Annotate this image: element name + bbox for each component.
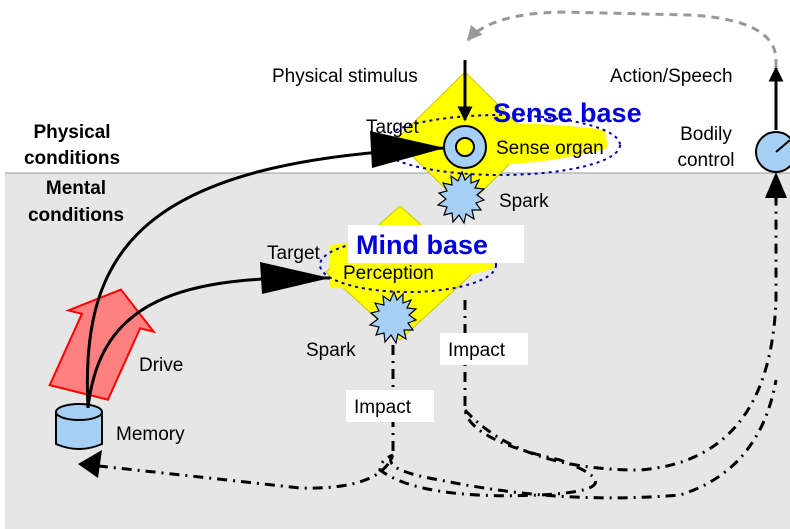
sense-target-label: Target — [366, 117, 420, 138]
sense-base-title: Sense base — [493, 98, 642, 128]
sense-organ-inner — [455, 137, 475, 157]
sense-spark-label: Spark — [499, 191, 549, 212]
bodily-control-line1: Bodily — [680, 124, 732, 145]
bodily-control-pointer — [775, 139, 790, 153]
action-speech-label: Action/Speech — [610, 66, 733, 87]
mind-target-label: Target — [267, 243, 321, 264]
drive-label: Drive — [139, 355, 183, 376]
mind-base-title-box — [348, 225, 524, 263]
mind-spark-label: Spark — [306, 340, 356, 361]
mind-spark-icon — [368, 290, 418, 345]
memory-return-arrowhead — [78, 450, 102, 478]
mind-target-arrowhead — [260, 262, 330, 294]
sense-target-arrowhead — [370, 131, 445, 168]
physical-conditions-line1: Physical — [33, 122, 110, 143]
mental-conditions-line1: Mental — [46, 178, 106, 199]
impact-right-label: Impact — [448, 340, 506, 361]
physical-conditions-line2: conditions — [24, 148, 120, 169]
sense-spark-icon — [436, 170, 486, 225]
drive-arrow — [48, 288, 157, 401]
physical-stimulus-label: Physical stimulus — [272, 66, 418, 87]
impact-left-label: Impact — [354, 397, 412, 418]
bodily-control-line2: control — [677, 150, 734, 171]
memory-to-sense-target-arrow — [85, 146, 446, 409]
impact-right-box — [440, 333, 528, 365]
impact-left-box — [346, 390, 434, 422]
memory-label: Memory — [116, 424, 185, 445]
sense-base-boundary — [379, 114, 621, 176]
impact-path-lower-loop — [389, 379, 778, 500]
bodily-control-arrowhead — [765, 172, 787, 198]
mental-conditions-line2: conditions — [28, 205, 124, 226]
sense-organ-label: Sense organ — [496, 138, 604, 159]
perception-label: Perception — [343, 263, 434, 284]
mind-base-title: Mind base — [356, 230, 488, 260]
impact-path-to-bodily-control — [463, 180, 778, 472]
feedback-loop-arrow — [466, 10, 778, 95]
bodily-control-icon — [755, 131, 790, 173]
memory-icon — [55, 403, 103, 450]
